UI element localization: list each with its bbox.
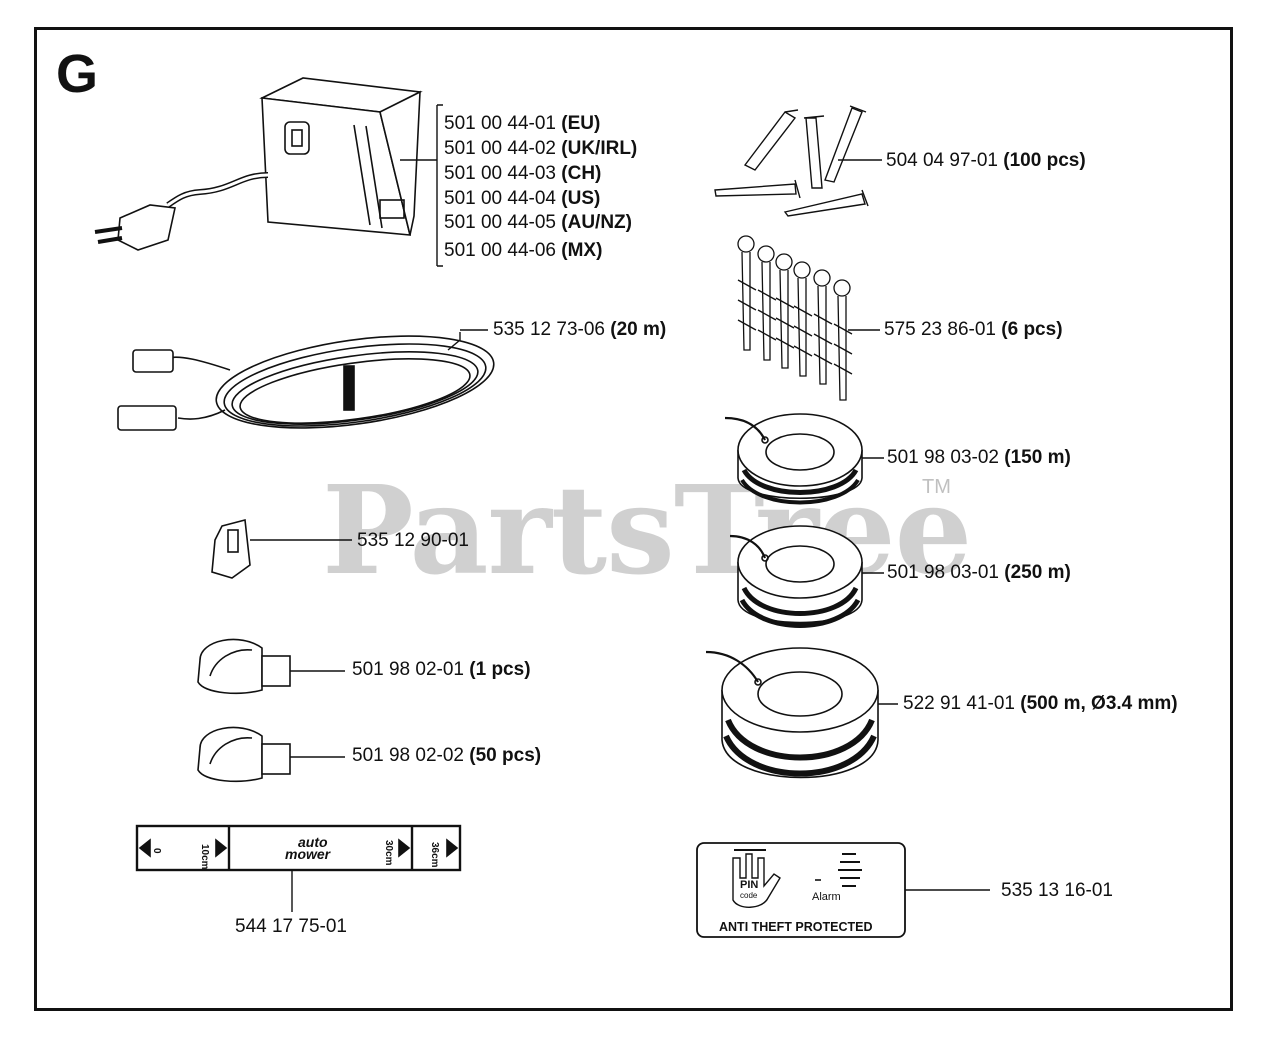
label-wire-150: 501 98 03-02 (150 m): [887, 446, 1071, 470]
part-note: (1 pcs): [469, 659, 531, 680]
ruler-mark-10: 10cm: [199, 844, 210, 870]
watermark-tm: TM: [922, 476, 951, 498]
section-letter: G: [56, 44, 99, 104]
sticker-code: code: [740, 891, 758, 900]
part-number: 535 13 16-01: [1001, 880, 1113, 901]
part-number: 535 12 90-01: [357, 530, 469, 551]
coupler-1-drawing: [197, 638, 291, 695]
label-power-supply-us: 501 00 44-04 (US): [444, 187, 600, 211]
part-note: (150 m): [1004, 447, 1071, 468]
label-coupler-50: 501 98 02-02 (50 pcs): [352, 744, 541, 768]
part-note: (MX): [561, 240, 603, 261]
power-supply-drawing: [94, 77, 423, 251]
part-note: (US): [561, 188, 601, 209]
label-low-voltage-cable: 535 12 73-06 (20 m): [493, 318, 666, 342]
label-wire-500: 522 91 41-01 (500 m, Ø3.4 mm): [903, 692, 1178, 716]
label-power-supply-mx: 501 00 44-06 (MX): [444, 239, 602, 263]
part-number: 501 98 03-02: [887, 447, 999, 468]
sticker-caption: ANTI THEFT PROTECTED: [719, 920, 872, 934]
connector-drawing: [211, 518, 251, 579]
ruler-mark-30: 30cm: [383, 840, 394, 866]
cable-coil-drawing: [117, 335, 495, 431]
part-number: 501 00 44-06: [444, 240, 556, 261]
sticker-pin: PIN: [740, 879, 758, 891]
label-screws: 575 23 86-01 (6 pcs): [884, 318, 1063, 342]
wire-reel-250-drawing: [729, 525, 863, 628]
ruler-brand-1: auto: [298, 834, 328, 850]
label-coupler-1: 501 98 02-01 (1 pcs): [352, 658, 531, 682]
part-note: (UK/IRL): [561, 138, 638, 159]
part-number: 501 98 02-01: [352, 659, 464, 680]
part-number: 501 98 03-01: [887, 562, 999, 583]
part-note: (50 pcs): [469, 745, 542, 766]
screws-drawing: [737, 235, 853, 401]
part-number: 501 00 44-01: [444, 113, 556, 134]
watermark: PartsTree: [322, 458, 972, 602]
part-number: 575 23 86-01: [884, 319, 996, 340]
label-measure-ruler: 544 17 75-01: [235, 915, 347, 939]
label-wire-250: 501 98 03-01 (250 m): [887, 561, 1071, 585]
label-connector: 535 12 90-01: [357, 529, 469, 553]
ruler-brand-2: mower: [285, 846, 332, 862]
part-note: (AU/NZ): [561, 212, 632, 233]
part-number: 522 91 41-01: [903, 693, 1015, 714]
part-number: 504 04 97-01: [886, 150, 998, 171]
part-number: 501 00 44-02: [444, 138, 556, 159]
part-note: (20 m): [610, 319, 667, 340]
part-note: (500 m, Ø3.4 mm): [1020, 693, 1178, 714]
coupler-50-drawing: [197, 726, 291, 783]
sticker-alarm: Alarm: [812, 891, 841, 903]
part-number: 501 00 44-04: [444, 188, 556, 209]
label-power-supply-eu: 501 00 44-01 (EU): [444, 112, 600, 136]
pegs-drawing: [714, 105, 869, 217]
label-power-supply-ch: 501 00 44-03 (CH): [444, 162, 601, 186]
part-number: 501 00 44-05: [444, 212, 556, 233]
part-number: 535 12 73-06: [493, 319, 605, 340]
part-number: 501 98 02-02: [352, 745, 464, 766]
part-number: 501 00 44-03: [444, 163, 556, 184]
label-theft-sticker: 535 13 16-01: [1001, 879, 1113, 903]
part-note: (EU): [561, 113, 601, 134]
label-pegs: 504 04 97-01 (100 pcs): [886, 149, 1086, 173]
part-note: (250 m): [1004, 562, 1071, 583]
part-note: (6 pcs): [1001, 319, 1063, 340]
ruler-mark-36: 36cm: [429, 842, 440, 868]
part-note: (CH): [561, 163, 602, 184]
ruler-mark-0: 0: [151, 848, 162, 854]
label-power-supply-au: 501 00 44-05 (AU/NZ): [444, 211, 632, 235]
wire-reel-150-drawing: [724, 413, 863, 505]
wire-reel-500-drawing: [705, 647, 879, 779]
ruler-drawing: [135, 824, 462, 872]
label-power-supply-uk: 501 00 44-02 (UK/IRL): [444, 137, 637, 161]
part-number: 544 17 75-01: [235, 916, 347, 937]
part-note: (100 pcs): [1003, 150, 1086, 171]
